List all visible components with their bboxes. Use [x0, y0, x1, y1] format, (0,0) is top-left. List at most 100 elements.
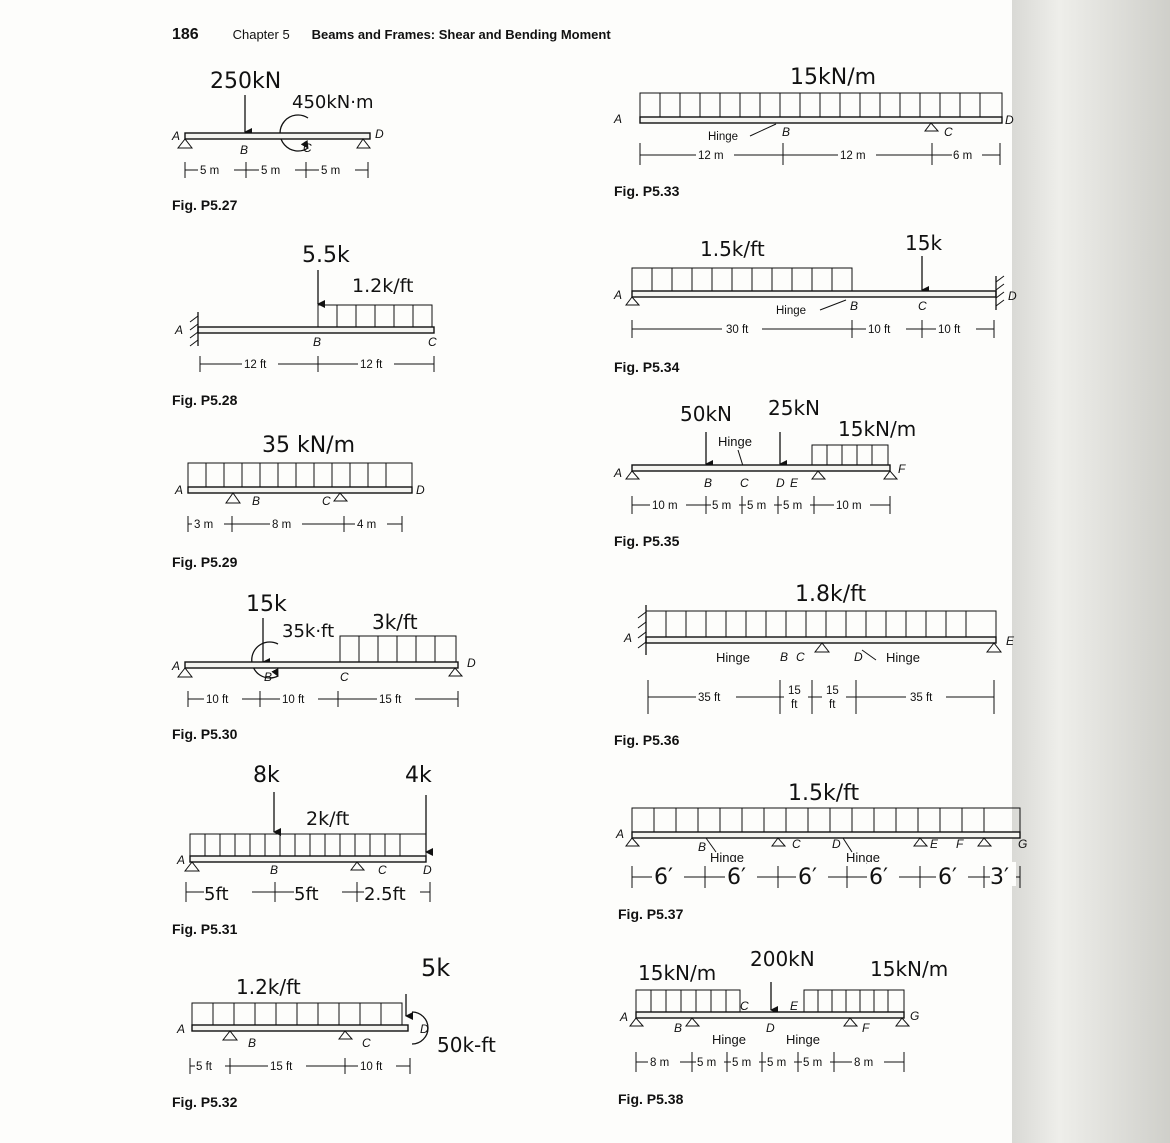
dimension: 12 ft [244, 359, 267, 371]
load-distributed: 1.2k/ft [236, 975, 301, 999]
point-label: C [362, 1036, 371, 1050]
dimension: 15 ft [270, 1061, 293, 1073]
load-point: 25kN [768, 396, 820, 420]
load-moment: 450kN·m [292, 92, 374, 113]
hinge-label: Hinge [712, 1032, 746, 1047]
load-distributed: 35 kN/m [262, 433, 355, 458]
point-label: A [174, 483, 183, 497]
load-point: 50kN [680, 402, 732, 426]
figure-caption: Fig. P5.37 [618, 906, 684, 922]
load-distributed: 15kN/m [790, 65, 876, 90]
dimension: 5 m [747, 500, 766, 512]
point-label: A [176, 853, 185, 867]
point-label: C [740, 476, 749, 490]
dimension: 6 m [953, 150, 972, 162]
point-label: C [322, 494, 331, 508]
hinge-label: Hinge [776, 305, 806, 317]
figure-caption: Fig. P5.36 [614, 732, 680, 748]
dimension: 5 m [697, 1057, 716, 1069]
figure-p5-38: 15kN/m 200kN 15kN/m A B C D E F G Hinge … [618, 947, 948, 1107]
point-label: E [930, 837, 939, 851]
load-point: 5.5k [302, 243, 350, 268]
dimension: 6′ [798, 865, 817, 890]
dimension: 8 m [650, 1057, 669, 1069]
load-distributed: 15kN/m [838, 417, 916, 441]
point-label: C [740, 999, 749, 1013]
point-label: D [1005, 113, 1014, 127]
figure-p5-34: 1.5k/ft 15k A B C D Hinge 30 ft 10 ft 10… [613, 231, 1017, 375]
dimension: 5ft [204, 884, 229, 905]
hinge-label: Hinge [718, 434, 752, 449]
point-label: G [910, 1009, 919, 1023]
figure-caption: Fig. P5.28 [172, 392, 238, 408]
point-label: B [698, 840, 706, 854]
figure-p5-27: 250kN 450kN·m A B C D 5 m 5 m 5 m Fig. P… [171, 69, 384, 213]
point-label: A [613, 288, 622, 302]
dimension: 6′ [654, 865, 673, 890]
load-distributed: 1.5k/ft [700, 237, 765, 261]
dimension: ft [829, 699, 836, 711]
point-label: F [898, 462, 906, 476]
point-label: E [1006, 634, 1015, 648]
point-label: B [270, 863, 278, 877]
dimension: 5 ft [196, 1061, 213, 1073]
point-label: D [1008, 289, 1017, 303]
figure-caption: Fig. P5.29 [172, 554, 238, 570]
point-label: A [174, 323, 183, 337]
dimension: 8 m [272, 519, 291, 531]
load-distributed: 1.2k/ft [352, 275, 413, 297]
figure-p5-32: 1.2k/ft 5k 50k-ft A B C D 5 ft 15 ft 10 … [172, 954, 496, 1110]
dimension: 15 [826, 685, 839, 697]
point-label: A [171, 129, 180, 143]
point-label: A [615, 827, 624, 841]
point-label: D [766, 1021, 775, 1035]
dimension: 6′ [938, 865, 957, 890]
point-label: B [674, 1021, 682, 1035]
load-moment: 35k·ft [282, 621, 334, 642]
dimension: 15 ft [379, 694, 402, 706]
figure-caption: Fig. P5.38 [618, 1091, 684, 1107]
dimension: 10 m [652, 500, 678, 512]
dimension: 10 ft [282, 694, 305, 706]
chapter-title: Beams and Frames: Shear and Bending Mome… [311, 27, 611, 42]
point-label: C [944, 125, 953, 139]
load-distributed: 2k/ft [306, 808, 349, 830]
point-label: B [850, 299, 858, 313]
point-label: B [704, 476, 712, 490]
hinge-label: Hinge [710, 850, 744, 865]
dimension: 10 m [836, 500, 862, 512]
point-label: A [613, 112, 622, 126]
page-header: 186 Chapter 5 Beams and Frames: Shear an… [172, 26, 611, 44]
figure-p5-37: 1.5k/ft A B C D E F G Hinge Hinge 6′ [615, 781, 1027, 922]
dimension: 5 m [783, 500, 802, 512]
dimension: 12 m [698, 150, 724, 162]
page-number: 186 [172, 26, 199, 43]
point-label: C [918, 299, 927, 313]
load-point: 250kN [210, 69, 281, 94]
dimension: 5 m [732, 1057, 751, 1069]
figure-caption: Fig. P5.27 [172, 197, 238, 213]
dimension: 6′ [727, 865, 746, 890]
dimension: 4 m [357, 519, 376, 531]
figure-p5-35: 50kN 25kN 15kN/m Hinge A B C D E F 10 m … [613, 396, 916, 549]
dimension: 30 ft [726, 324, 749, 336]
point-label: B [252, 494, 260, 508]
dimension: 5 m [767, 1057, 786, 1069]
dimension: ft [791, 699, 798, 711]
point-label: D [420, 1022, 429, 1036]
load-point: 200kN [750, 947, 815, 971]
dimension: 35 ft [910, 692, 933, 704]
chapter-label: Chapter 5 [232, 27, 290, 42]
hinge-label: Hinge [708, 131, 738, 143]
figure-p5-28: 5.5k 1.2k/ft A B C 12 ft 12 ft Fig. P5.2… [172, 243, 437, 408]
figure-p5-30: 15k 35k·ft 3k/ft A B C D 10 ft 10 ft 15 … [171, 592, 476, 742]
hinge-label: Hinge [786, 1032, 820, 1047]
figure-p5-33: 15kN/m A B C D Hinge 12 m 12 m 6 m Fig. … [613, 65, 1014, 199]
load-point: 15k [246, 592, 287, 617]
point-label: C [378, 863, 387, 877]
figure-caption: Fig. P5.34 [614, 359, 680, 375]
figure-caption: Fig. P5.31 [172, 921, 238, 937]
figure-caption: Fig. P5.30 [172, 726, 238, 742]
